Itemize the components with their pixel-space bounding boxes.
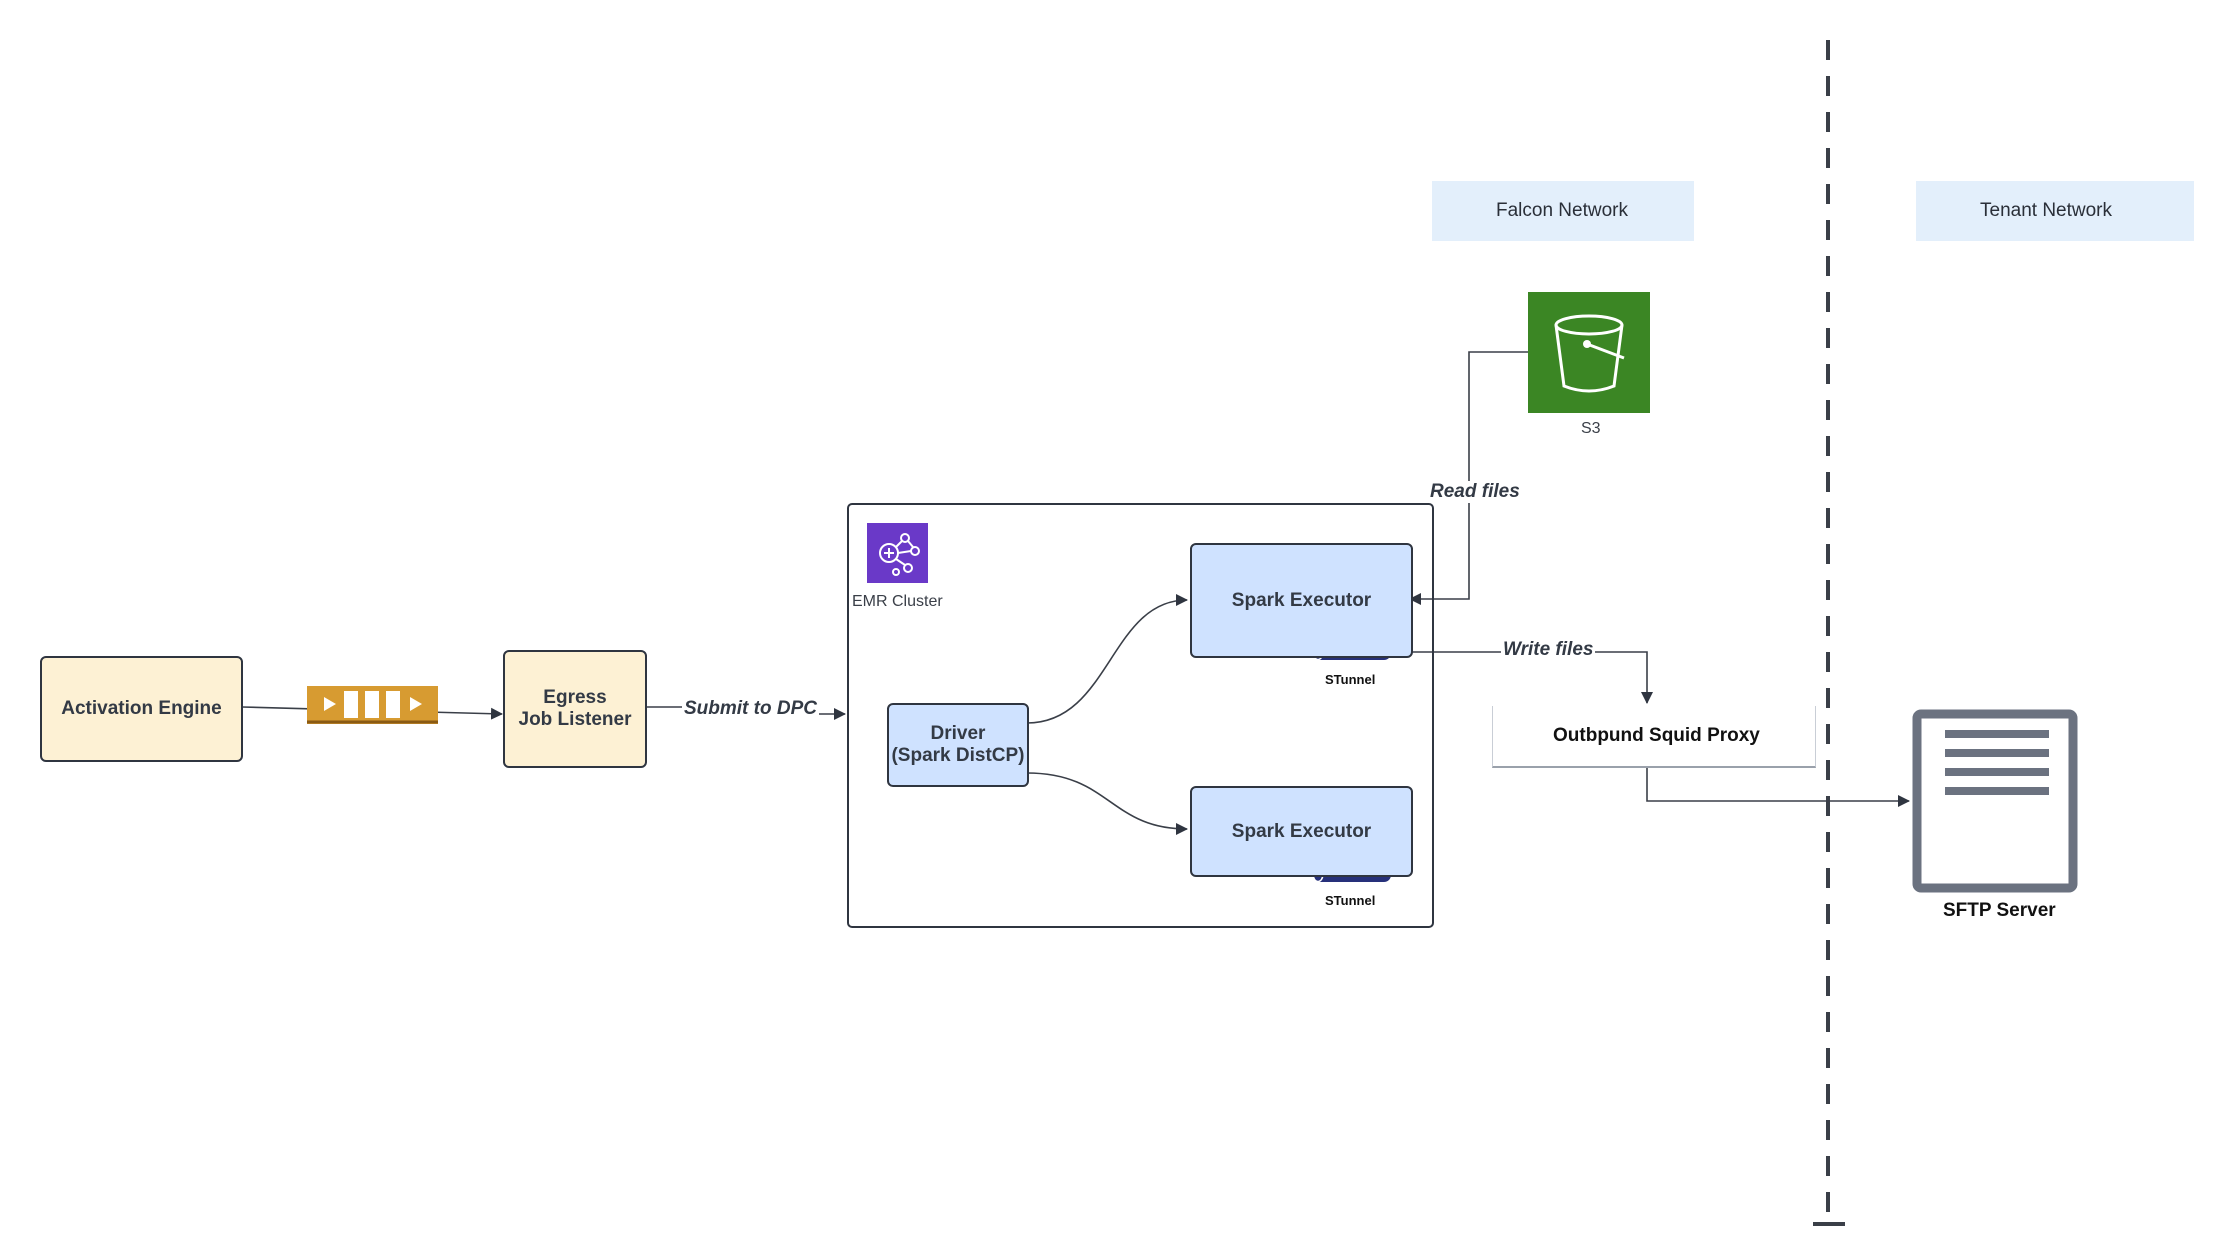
edge-read-files — [1409, 351, 1530, 605]
edge-write-files — [1388, 651, 1653, 704]
stunnel-bottom-label: STunnel — [1325, 893, 1376, 908]
emr-icon — [867, 523, 928, 583]
spark-executor-top-node[interactable]: Spark Executor — [1190, 543, 1413, 658]
tenant-network-label: Tenant Network — [1980, 200, 2113, 221]
s3-bucket-icon — [1528, 292, 1650, 413]
tenant-network-banner: Tenant Network — [1916, 181, 2194, 241]
edge-driver-to-executor-top — [1026, 594, 1188, 724]
outbound-proxy-label: Outbpund Squid Proxy — [1553, 725, 1760, 746]
sftp-server-icon — [1912, 709, 2078, 893]
falcon-network-banner: Falcon Network — [1432, 181, 1694, 241]
edge-proxy-to-sftp — [1646, 765, 1910, 807]
emr-cluster-container — [847, 503, 1434, 928]
read-files-label: Read files — [1428, 481, 1522, 503]
submit-to-dpc-label: Submit to DPC — [682, 698, 819, 720]
queue-icon — [307, 686, 438, 724]
activation-engine-node[interactable]: Activation Engine — [40, 656, 243, 762]
sftp-server-label: SFTP Server — [1943, 900, 2056, 921]
emr-cluster-label: EMR Cluster — [852, 593, 943, 610]
falcon-network-label: Falcon Network — [1496, 200, 1628, 221]
s3-label: S3 — [1581, 420, 1601, 437]
spark-executor-bottom-node[interactable]: Spark Executor — [1190, 786, 1413, 877]
edge-driver-to-executor-bottom — [1026, 772, 1188, 835]
stunnel-top-label: STunnel — [1325, 672, 1376, 687]
driver-node[interactable]: Driver (Spark DistCP) — [887, 703, 1029, 787]
egress-job-listener-node[interactable]: Egress Job Listener — [503, 650, 647, 768]
outbound-proxy-node[interactable] — [1492, 706, 1816, 768]
write-files-label: Write files — [1501, 639, 1596, 661]
